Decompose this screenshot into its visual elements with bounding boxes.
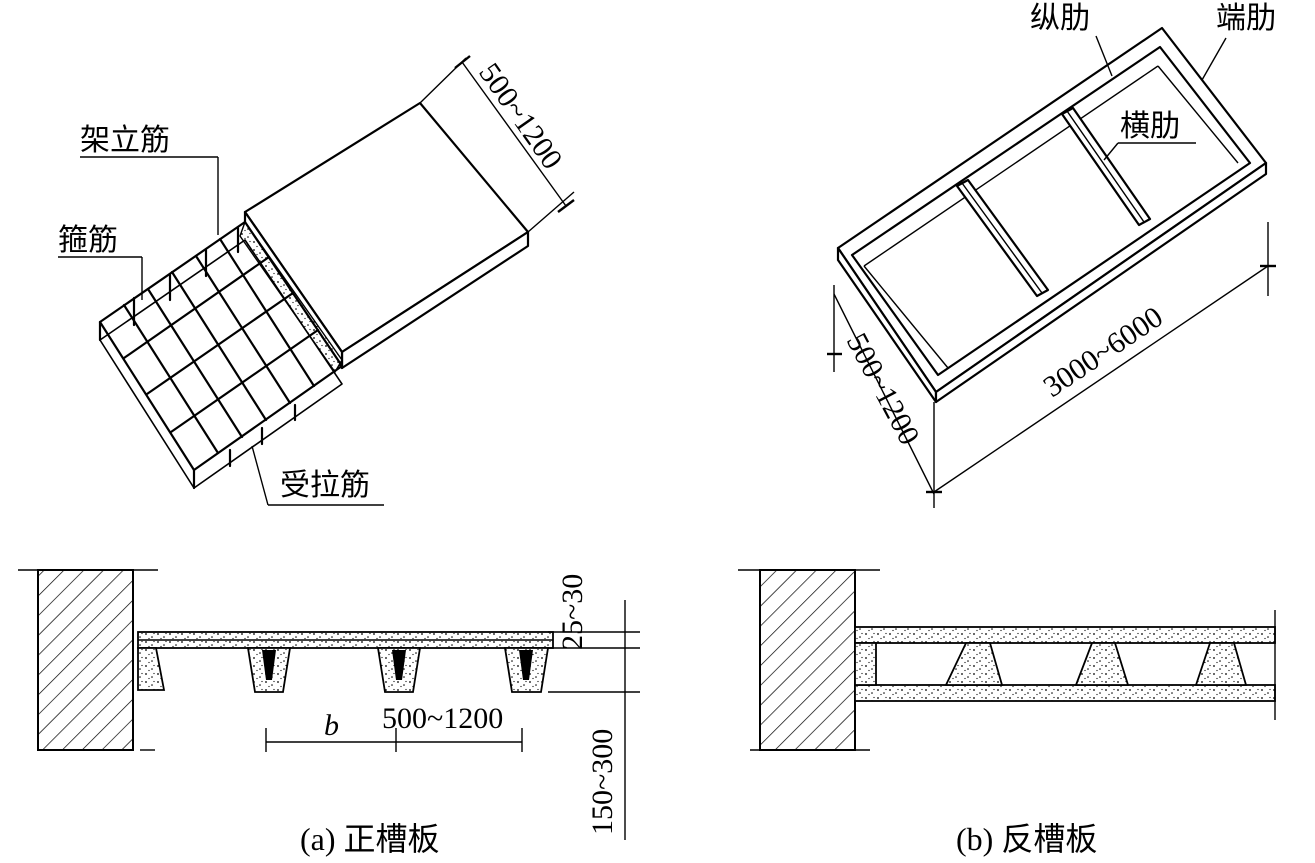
dim-rib-spacing: 500~1200 <box>382 702 503 735</box>
caption-a: (a) 正槽板 <box>300 821 440 857</box>
panel-b-section <box>738 569 1276 751</box>
caption-b: (b) 反槽板 <box>956 821 1097 857</box>
dim-b-label: b <box>324 709 339 742</box>
panel-b-isometric: 纵肋 端肋 横肋 500~1200 3000~6000 <box>827 1 1276 508</box>
label-tension-bar: 受拉筋 <box>280 468 370 503</box>
label-erect-bar: 架立筋 <box>80 123 170 158</box>
panel-a-isometric: 架立筋 箍筋 受拉筋 500~1200 <box>58 55 575 506</box>
panel-a-section: b 500~1200 25~30 150~300 <box>18 569 640 840</box>
label-cross-rib: 横肋 <box>1120 109 1180 144</box>
rebar-cage <box>98 220 344 490</box>
label-end-rib: 端肋 <box>1216 1 1276 36</box>
label-long-rib: 纵肋 <box>1030 1 1090 36</box>
slab-top-face <box>243 101 530 354</box>
dim-a-width: 500~1200 <box>472 57 569 175</box>
dim-rib-height: 150~300 <box>586 729 619 835</box>
label-stirrup: 箍筋 <box>58 223 118 258</box>
dim-flange-thickness: 25~30 <box>556 574 589 650</box>
